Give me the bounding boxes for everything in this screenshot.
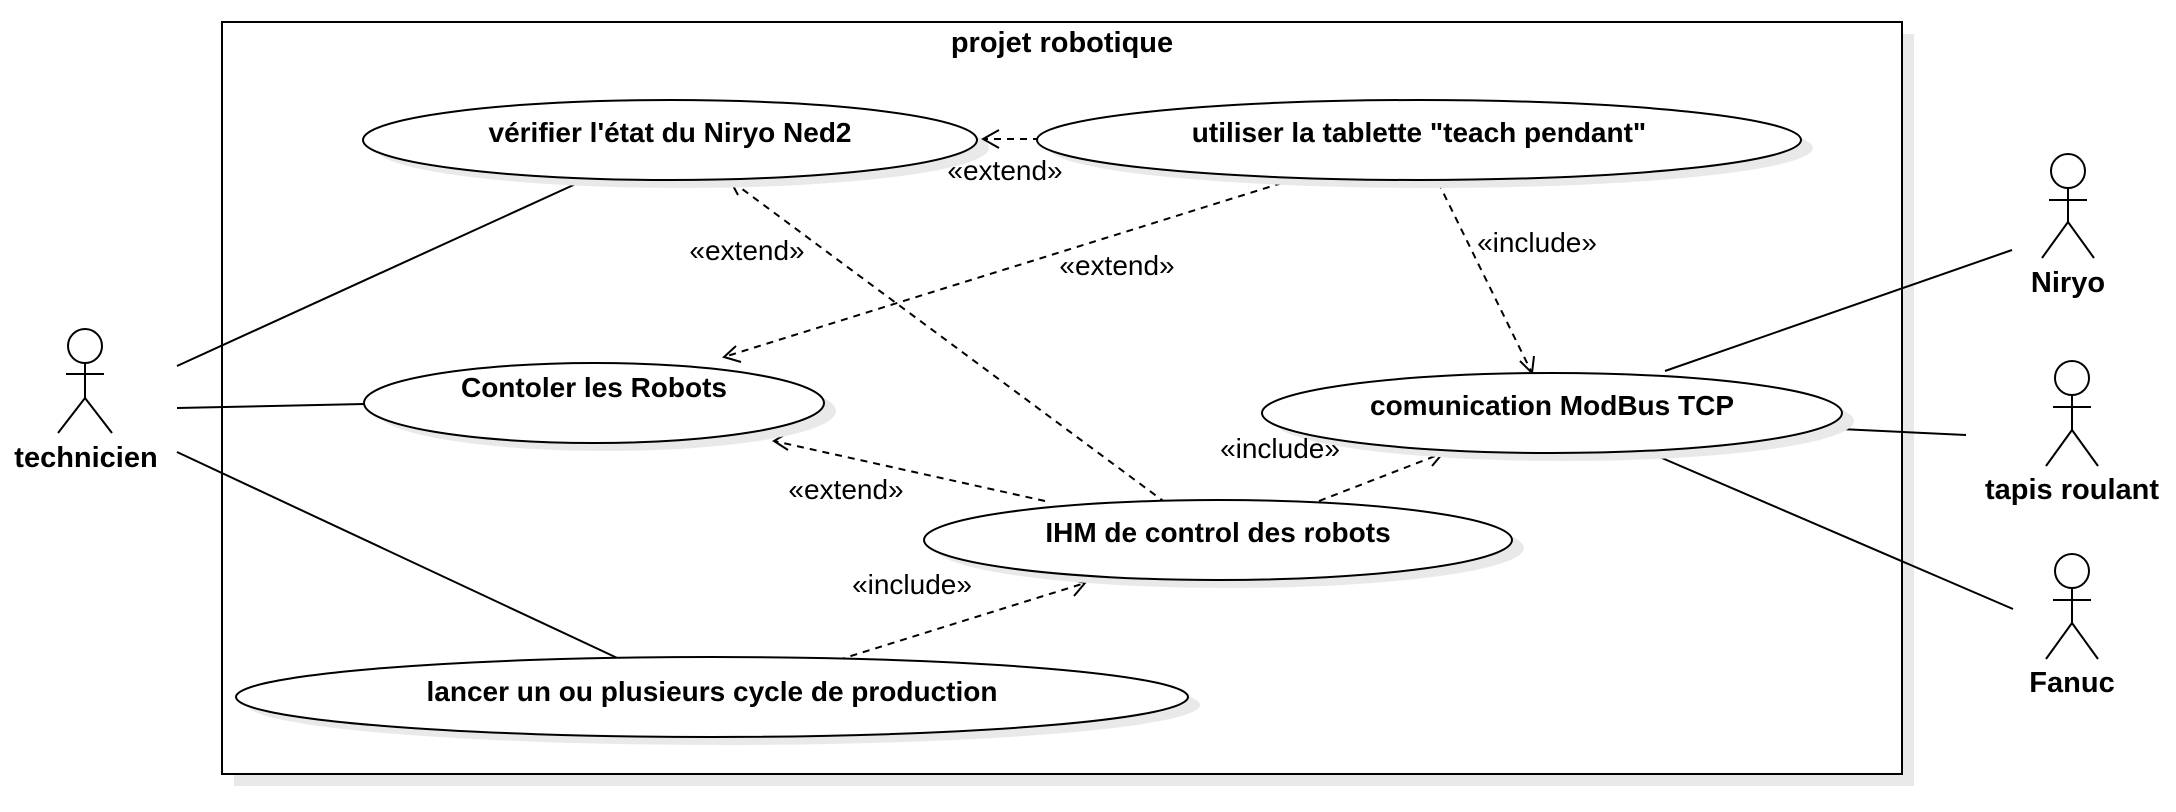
use-case-controler: Contoler les Robots bbox=[363, 362, 836, 451]
label-tablette-verifier: «extend» bbox=[947, 155, 1062, 186]
use-case-verifier-label: vérifier l'état du Niryo Ned2 bbox=[489, 117, 852, 148]
label-ihm-controler: «extend» bbox=[788, 474, 903, 505]
actor-fanuc-label: Fanuc bbox=[2029, 667, 2114, 699]
arrowhead-verifier-1 bbox=[980, 129, 1000, 149]
use-case-ihm-label: IHM de control des robots bbox=[1045, 517, 1390, 548]
assoc-technicien-verifier bbox=[176, 181, 581, 367]
dep-tablette-controler bbox=[723, 182, 1283, 358]
assoc-modbus-tapis bbox=[1839, 428, 1967, 436]
actor-technicien: technicien bbox=[14, 328, 158, 474]
label-tablette-controler: «extend» bbox=[1059, 250, 1174, 281]
dep-tablette-modbus bbox=[1437, 181, 1533, 374]
use-case-controler-label: Contoler les Robots bbox=[461, 372, 727, 403]
assoc-modbus-fanuc bbox=[1647, 451, 2014, 610]
actor-technicien-label: technicien bbox=[14, 442, 157, 474]
system-title: projet robotique bbox=[951, 27, 1173, 59]
actor-tapis-roulant: tapis roulant bbox=[1985, 360, 2159, 506]
use-case-verifier: vérifier l'état du Niryo Ned2 bbox=[362, 99, 989, 188]
stick-figure-icon bbox=[57, 328, 113, 434]
label-lancer-ihm: «include» bbox=[852, 569, 972, 600]
actor-niryo: Niryo bbox=[2031, 153, 2105, 299]
actor-niryo-label: Niryo bbox=[2031, 267, 2105, 299]
use-case-modbus-label: comunication ModBus TCP bbox=[1370, 390, 1734, 421]
use-case-lancer: lancer un ou plusieurs cycle de producti… bbox=[235, 656, 1200, 745]
associations bbox=[176, 181, 2014, 664]
stick-figure-icon bbox=[2045, 553, 2099, 660]
actor-tapis-label: tapis roulant bbox=[1985, 474, 2159, 506]
assoc-modbus-niryo bbox=[1664, 249, 2013, 372]
label-tablette-modbus: «include» bbox=[1477, 227, 1597, 258]
label-ihm-modbus: «include» bbox=[1220, 433, 1340, 464]
dep-lancer-ihm bbox=[837, 582, 1086, 661]
stick-figure-icon bbox=[2045, 360, 2099, 467]
use-case-tablette: utiliser la tablette "teach pendant" bbox=[1036, 99, 1813, 188]
use-case-lancer-label: lancer un ou plusieurs cycle de producti… bbox=[426, 676, 997, 707]
relation-labels: «extend» «extend» «extend» «include» «in… bbox=[689, 155, 1597, 600]
assoc-technicien-lancer bbox=[176, 451, 629, 664]
dep-ihm-modbus bbox=[1318, 452, 1444, 502]
label-ihm-verifier: «extend» bbox=[689, 235, 804, 266]
assoc-technicien-controler bbox=[176, 403, 365, 409]
use-case-ihm: IHM de control des robots bbox=[923, 499, 1524, 588]
stick-figure-icon bbox=[2041, 153, 2095, 259]
actor-fanuc: Fanuc bbox=[2029, 553, 2115, 699]
arrowhead-controler-1 bbox=[722, 345, 742, 363]
use-case-modbus: comunication ModBus TCP bbox=[1261, 372, 1854, 461]
use-case-tablette-label: utiliser la tablette "teach pendant" bbox=[1192, 117, 1646, 148]
